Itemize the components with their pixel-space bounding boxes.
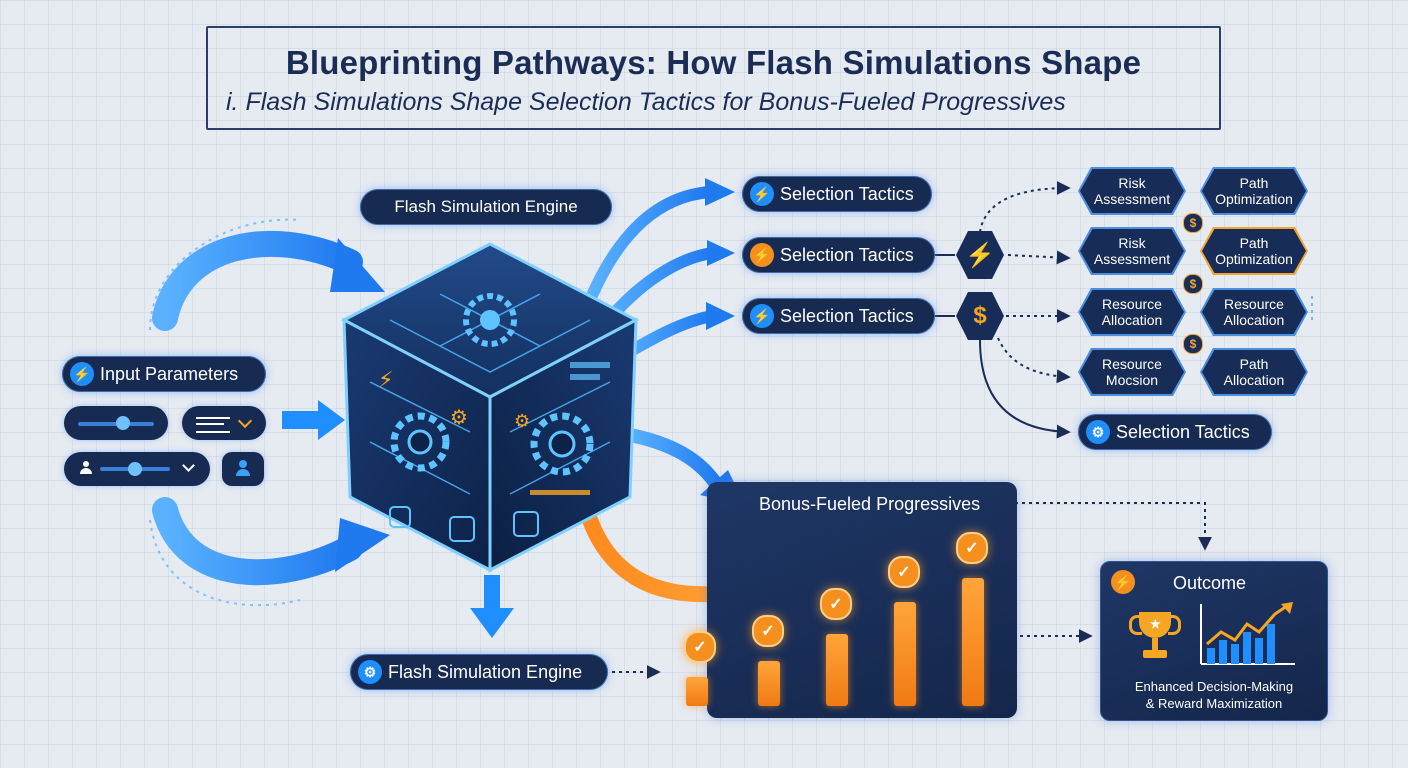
check-icon: ✓ — [888, 556, 920, 588]
outcome-description: Enhanced Decision-Making & Reward Maximi… — [1134, 679, 1294, 711]
dollar-icon: $ — [973, 302, 987, 329]
check-icon: ✓ — [684, 631, 716, 663]
user-parameter-select[interactable] — [64, 452, 210, 486]
lightning-icon: ⚡ — [750, 304, 774, 328]
trophy-icon: ★ — [1129, 612, 1181, 666]
progressive-bar — [826, 634, 848, 706]
dollar-icon: $ — [1183, 334, 1203, 354]
lightning-node: ⚡ — [956, 231, 1004, 279]
check-icon: ✓ — [752, 615, 784, 647]
gear-icon: ⚙ — [1086, 420, 1110, 444]
lightning-icon: ⚡ — [378, 368, 393, 393]
check-icon: ✓ — [820, 588, 852, 620]
parameter-dropdown[interactable] — [182, 406, 266, 440]
page-subtitle: i. Flash Simulations Shape Selection Tac… — [226, 88, 1066, 116]
flow-arrow-bottom-left — [152, 497, 363, 586]
outcome-panel: ⚡ Outcome ★ Enhanced Decision-Making & R… — [1100, 561, 1328, 721]
hex-path-optimization-1[interactable]: Path Optimization — [1200, 167, 1308, 215]
chevron-down-icon — [237, 413, 253, 429]
user-button[interactable] — [222, 452, 264, 486]
lightning-icon: ⚡ — [965, 241, 995, 269]
lightning-icon: ⚡ — [750, 243, 774, 267]
lightning-icon: ⚡ — [750, 182, 774, 206]
lightning-icon: ⚡ — [1111, 570, 1135, 594]
user-icon — [236, 460, 250, 476]
chevron-down-icon — [182, 459, 195, 472]
progressive-bar — [962, 578, 984, 706]
lightning-icon: ⚡ — [70, 362, 94, 386]
dollar-icon: $ — [1183, 274, 1203, 294]
parameter-slider[interactable] — [64, 406, 168, 440]
progressive-bar — [686, 677, 708, 706]
hex-path-optimization-2[interactable]: Path Optimization — [1200, 227, 1308, 275]
selection-tactics-3[interactable]: ⚡ Selection Tactics — [742, 298, 935, 334]
gear-icon: ⚙ — [450, 405, 468, 429]
simulation-cube: ⚡ ⚙ ⚙ — [340, 242, 640, 573]
progressive-bar — [894, 602, 916, 706]
dollar-node: $ — [956, 292, 1004, 340]
hex-risk-assessment-2[interactable]: Risk Assessment — [1078, 227, 1186, 275]
engine-label-bottom: ⚙ Flash Simulation Engine — [350, 654, 608, 690]
selection-tactics-2[interactable]: ⚡ Selection Tactics — [742, 237, 935, 273]
selection-tactics-4[interactable]: ⚙ Selection Tactics — [1078, 414, 1272, 450]
hex-risk-assessment-1[interactable]: Risk Assessment — [1078, 167, 1186, 215]
progressive-bar — [758, 661, 780, 706]
hex-path-allocation[interactable]: Path Allocation — [1200, 348, 1308, 396]
flow-arrow-top-left — [152, 230, 363, 331]
gear-icon — [463, 293, 517, 347]
progressives-title: Bonus-Fueled Progressives — [759, 494, 981, 514]
title-frame: Blueprinting Pathways: How Flash Simulat… — [206, 26, 1221, 130]
gear-icon — [390, 412, 450, 472]
page-title: Blueprinting Pathways: How Flash Simulat… — [285, 44, 1142, 81]
growth-chart-icon — [1200, 602, 1295, 665]
hex-resource-allocation-2[interactable]: Resource Allocation — [1200, 288, 1308, 336]
gear-icon: ⚙ — [358, 660, 382, 684]
check-icon: ✓ — [956, 532, 988, 564]
input-parameters-label: ⚡ Input Parameters — [62, 356, 266, 392]
user-icon — [80, 461, 92, 474]
menu-icon — [196, 417, 230, 433]
dollar-icon: $ — [1183, 213, 1203, 233]
engine-label-top: Flash Simulation Engine — [360, 189, 612, 225]
gear-icon: ⚙ — [514, 411, 530, 432]
hex-resource-mocsion[interactable]: Resource Mocsion — [1078, 348, 1186, 396]
selection-tactics-1[interactable]: ⚡ Selection Tactics — [742, 176, 932, 212]
hex-resource-allocation-1[interactable]: Resource Allocation — [1078, 288, 1186, 336]
outcome-title: Outcome — [1173, 573, 1247, 593]
gear-icon — [530, 412, 594, 476]
flow-arrow-tactics-1 — [584, 186, 711, 303]
